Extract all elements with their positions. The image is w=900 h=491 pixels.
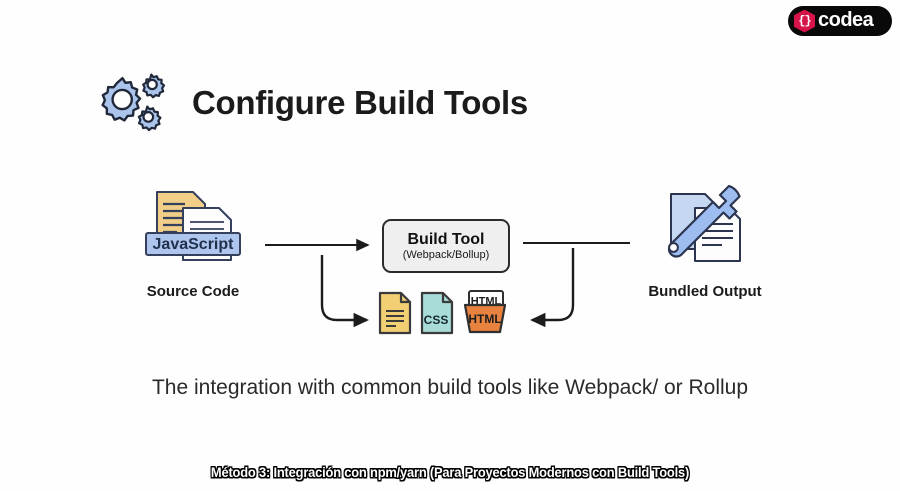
wrench-document-icon: [643, 184, 767, 274]
build-tool-subtitle: (Webpack/Bollup): [402, 249, 490, 262]
hexagon-braces-icon: {}: [794, 9, 815, 33]
arrow-output-to-files: [530, 248, 575, 328]
arrow-source-to-files: [320, 255, 369, 328]
codea-logo[interactable]: {} codea: [788, 6, 892, 36]
html-file-label: HTML: [468, 312, 501, 326]
javascript-document-icon: JavaScript: [133, 191, 253, 274]
generic-file-icon: [378, 291, 412, 340]
node-source-code: JavaScript Source Code: [133, 186, 253, 300]
page-title: Configure Build Tools: [192, 84, 528, 121]
gears-icon: [92, 68, 170, 138]
logo-wordmark: codea: [818, 9, 874, 31]
css-file-icon: CSS: [420, 291, 454, 340]
html-file-icon: HTML HTML: [462, 289, 508, 340]
braces-glyph: {}: [798, 14, 811, 28]
page-heading: Configure Build Tools: [92, 68, 528, 138]
javascript-badge-label: JavaScript: [153, 236, 235, 253]
bottom-subtitle: Método 3: Integración con npm/yarn (Para…: [210, 464, 690, 480]
node-bundled-output: Bundled Output: [643, 182, 767, 300]
output-files-row: CSS HTML HTML: [378, 289, 526, 340]
css-file-label: CSS: [424, 313, 449, 327]
wrench-shape: [667, 184, 741, 258]
build-tool-box[interactable]: Build Tool (Webpack/Bollup): [382, 219, 510, 273]
bundled-output-label: Bundled Output: [648, 283, 762, 300]
build-tool-title: Build Tool: [407, 230, 485, 248]
caption-text: The integration with common build tools …: [151, 376, 749, 399]
source-code-label: Source Code: [146, 283, 240, 300]
